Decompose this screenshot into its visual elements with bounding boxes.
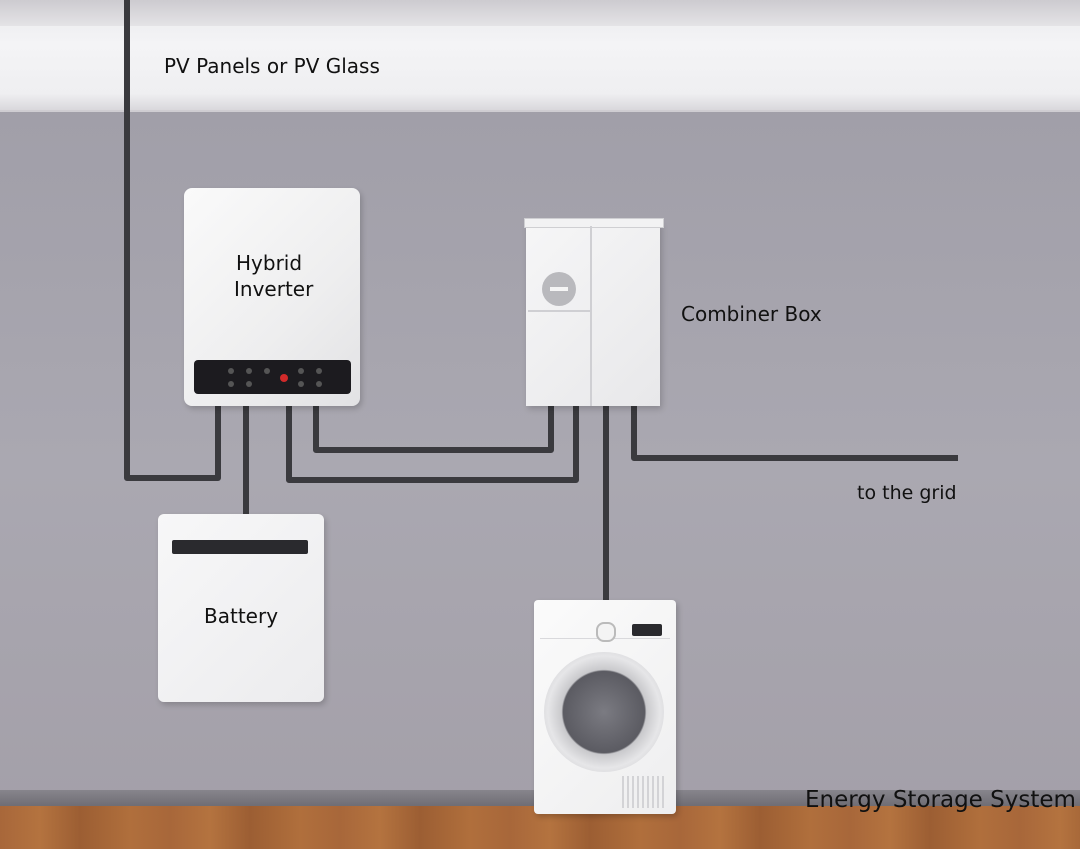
status-led-icon xyxy=(280,374,288,382)
combiner-divider xyxy=(528,310,590,312)
led-icon xyxy=(246,381,252,387)
led-icon xyxy=(316,368,322,374)
washing-machine-icon xyxy=(534,600,676,814)
battery-label: Battery xyxy=(204,604,279,628)
grid-label: to the grid xyxy=(857,482,957,504)
washer-knob-icon xyxy=(596,622,616,642)
washer-vent-icon xyxy=(622,776,666,808)
led-icon xyxy=(228,368,234,374)
combiner-box-label: Combiner Box xyxy=(681,302,822,326)
wire-inverter-to-combiner-2 xyxy=(286,406,579,483)
led-icon xyxy=(228,381,234,387)
wire-inverter-to-combiner-1 xyxy=(313,406,554,453)
combiner-lid xyxy=(524,218,664,228)
ceiling-top xyxy=(0,0,1080,26)
combiner-divider xyxy=(590,226,592,406)
led-icon xyxy=(264,368,270,374)
combiner-dial-icon xyxy=(542,272,576,306)
inverter-label-line2: Inverter xyxy=(234,277,314,301)
led-icon xyxy=(298,381,304,387)
battery-icon xyxy=(158,514,324,702)
wire-combiner-to-grid xyxy=(631,406,958,461)
wire-pv-to-inverter xyxy=(124,0,221,481)
pv-panels-label: PV Panels or PV Glass xyxy=(164,54,380,78)
inverter-control-panel xyxy=(194,360,351,394)
led-icon xyxy=(298,368,304,374)
washer-display-icon xyxy=(632,624,662,636)
hybrid-inverter-icon xyxy=(184,188,360,406)
washer-door-icon xyxy=(544,652,664,772)
inverter-label-line1: Hybrid xyxy=(236,251,303,275)
led-icon xyxy=(246,368,252,374)
battery-brand-strip xyxy=(172,540,308,554)
led-icon xyxy=(316,381,322,387)
system-title: Energy Storage System xyxy=(805,787,1076,813)
combiner-box-icon xyxy=(524,218,664,406)
